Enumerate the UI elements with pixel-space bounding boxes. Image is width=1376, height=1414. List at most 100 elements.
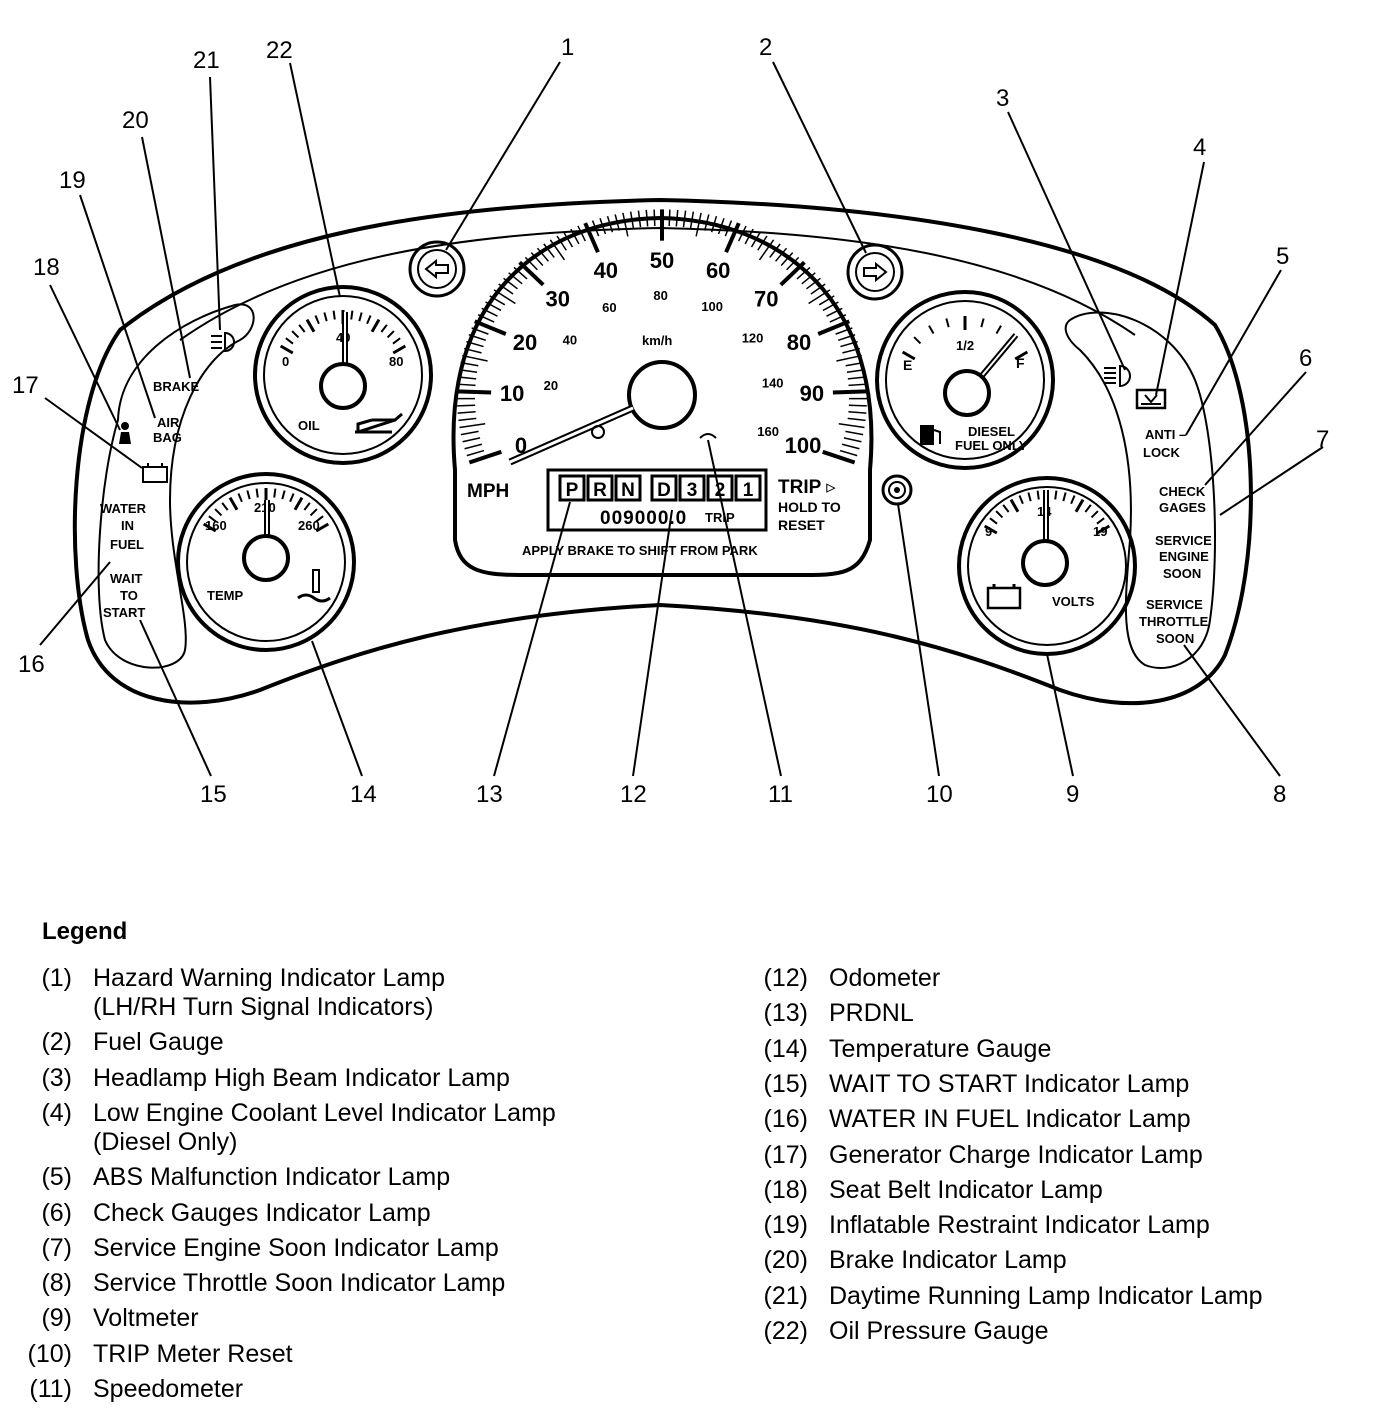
legend-text: Fuel Gauge <box>93 1028 224 1057</box>
callout-5: 5 <box>1276 243 1289 270</box>
legend-number: (18) <box>763 1175 808 1204</box>
trip-reset-label-3: RESET <box>778 517 825 533</box>
service-engine-lamp-3: SOON <box>1163 566 1201 581</box>
legend-text: TRIP Meter Reset <box>93 1339 293 1368</box>
volts-tick-19: 19 <box>1093 524 1107 539</box>
oil-label: OIL <box>298 418 320 433</box>
air-bag-lamp-2: BAG <box>153 430 182 445</box>
legend-text: Service Throttle Soon Indicator Lamp <box>93 1269 506 1298</box>
callout-14: 14 <box>350 781 377 808</box>
legend-number: (7) <box>41 1233 72 1262</box>
odometer: 009000.0 <box>600 508 687 529</box>
legend-number: (11) <box>29 1375 72 1403</box>
mph-label-80: 80 <box>787 330 811 355</box>
generator-battery-icon <box>142 463 168 483</box>
left-turn-signal-icon <box>408 240 466 298</box>
low-coolant-icon <box>1135 388 1167 410</box>
anti-lock-lamp-1: ANTI – <box>1145 427 1186 442</box>
mph-unit-label: MPH <box>467 481 509 502</box>
fuel-label-1: DIESEL <box>968 424 1015 439</box>
prndl-letter-1: 1 <box>743 480 754 501</box>
legend-number: (9) <box>41 1304 72 1333</box>
legend-text: WATER IN FUEL Indicator Lamp <box>829 1105 1191 1134</box>
prndl-box-D <box>650 474 678 502</box>
callout-8: 8 <box>1273 781 1286 808</box>
legend-number: (17) <box>763 1140 808 1169</box>
mph-label-50: 50 <box>650 248 674 273</box>
temp-tick-260: 260 <box>298 518 320 533</box>
trip-reset-button[interactable] <box>881 474 913 506</box>
mph-label-20: 20 <box>513 330 537 355</box>
prndl-box-3 <box>678 474 706 502</box>
speedometer-tick-marks <box>456 209 868 465</box>
water-in-fuel-lamp-1: WATER <box>100 501 147 516</box>
check-gages-lamp-1: CHECK <box>1159 484 1206 499</box>
callout-22: 22 <box>266 37 293 64</box>
service-throttle-lamp-1: SERVICE <box>1146 597 1203 612</box>
callout-16: 16 <box>18 651 45 678</box>
legend-number: (3) <box>41 1063 72 1092</box>
legend-text: Service Engine Soon Indicator Lamp <box>93 1233 499 1262</box>
legend-number: (12) <box>763 964 808 992</box>
callout-9: 9 <box>1066 781 1079 808</box>
legend-number: (13) <box>763 999 808 1028</box>
wait-to-start-lamp-3: START <box>103 605 145 620</box>
kmh-label-60: 60 <box>602 300 616 315</box>
prndl-letter-N: N <box>621 480 635 501</box>
legend-text: Odometer <box>829 964 941 992</box>
service-engine-lamp-2: ENGINE <box>1159 549 1209 564</box>
legend-text: Daytime Running Lamp Indicator Lamp <box>829 1281 1263 1310</box>
temp-tick-160: 160 <box>205 518 227 533</box>
legend-number: (22) <box>763 1317 808 1345</box>
volts-label: VOLTS <box>1052 594 1095 609</box>
legend-text: Brake Indicator Lamp <box>829 1246 1067 1275</box>
fuel-tick-empty: E <box>903 357 912 373</box>
service-throttle-lamp-2: THROTTLE <box>1139 614 1209 629</box>
right-lamp-panel <box>1064 311 1216 669</box>
legend-text: PRDNL <box>829 999 914 1028</box>
prndl-box-N <box>614 474 642 502</box>
prndl-letter-P: P <box>566 480 579 501</box>
legend-text: Hazard Warning Indicator Lamp <box>93 964 446 992</box>
callout-17: 17 <box>12 372 39 399</box>
callout-20: 20 <box>122 107 149 134</box>
wait-to-start-lamp-2: TO <box>120 588 138 603</box>
legend-text: Seat Belt Indicator Lamp <box>829 1175 1103 1204</box>
legend-text: Check Gauges Indicator Lamp <box>93 1198 431 1227</box>
mph-label-0: 0 <box>515 433 527 458</box>
legend-text: (Diesel Only) <box>93 1127 238 1156</box>
prndl-letter-R: R <box>593 480 607 501</box>
high-beam-icon <box>1104 364 1131 388</box>
drl-indicator-icon <box>211 331 235 353</box>
mph-label-10: 10 <box>500 381 524 406</box>
anti-lock-lamp-2: LOCK <box>1143 445 1180 460</box>
mph-label-100: 100 <box>785 433 822 458</box>
kmh-label-40: 40 <box>563 332 577 347</box>
service-engine-lamp-1: SERVICE <box>1155 533 1212 548</box>
callout-19: 19 <box>59 167 86 194</box>
kmh-label-140: 140 <box>762 375 784 390</box>
callout-12: 12 <box>620 781 647 808</box>
oil-tick-80: 80 <box>389 354 403 369</box>
prndl-box-2 <box>706 474 734 502</box>
legend-number: (2) <box>41 1028 72 1057</box>
legend-number: (15) <box>763 1069 808 1098</box>
kmh-label-80: 80 <box>653 288 667 303</box>
voltmeter: 9 14 19 VOLTS <box>957 476 1137 656</box>
kmh-label-160: 160 <box>757 424 779 439</box>
callout-2: 2 <box>759 34 772 61</box>
prndl-box-P <box>558 474 586 502</box>
prndl-odometer-window <box>546 468 768 532</box>
callout-11: 11 <box>768 781 793 808</box>
kmh-unit-label: km/h <box>642 333 672 348</box>
legend-number: (14) <box>763 1034 808 1063</box>
water-in-fuel-lamp-3: FUEL <box>110 537 144 552</box>
kmh-label-100: 100 <box>701 299 723 314</box>
legend-number: (19) <box>763 1211 808 1240</box>
legend-text: ABS Malfunction Indicator Lamp <box>93 1163 451 1192</box>
left-lamp-panel <box>97 303 255 669</box>
